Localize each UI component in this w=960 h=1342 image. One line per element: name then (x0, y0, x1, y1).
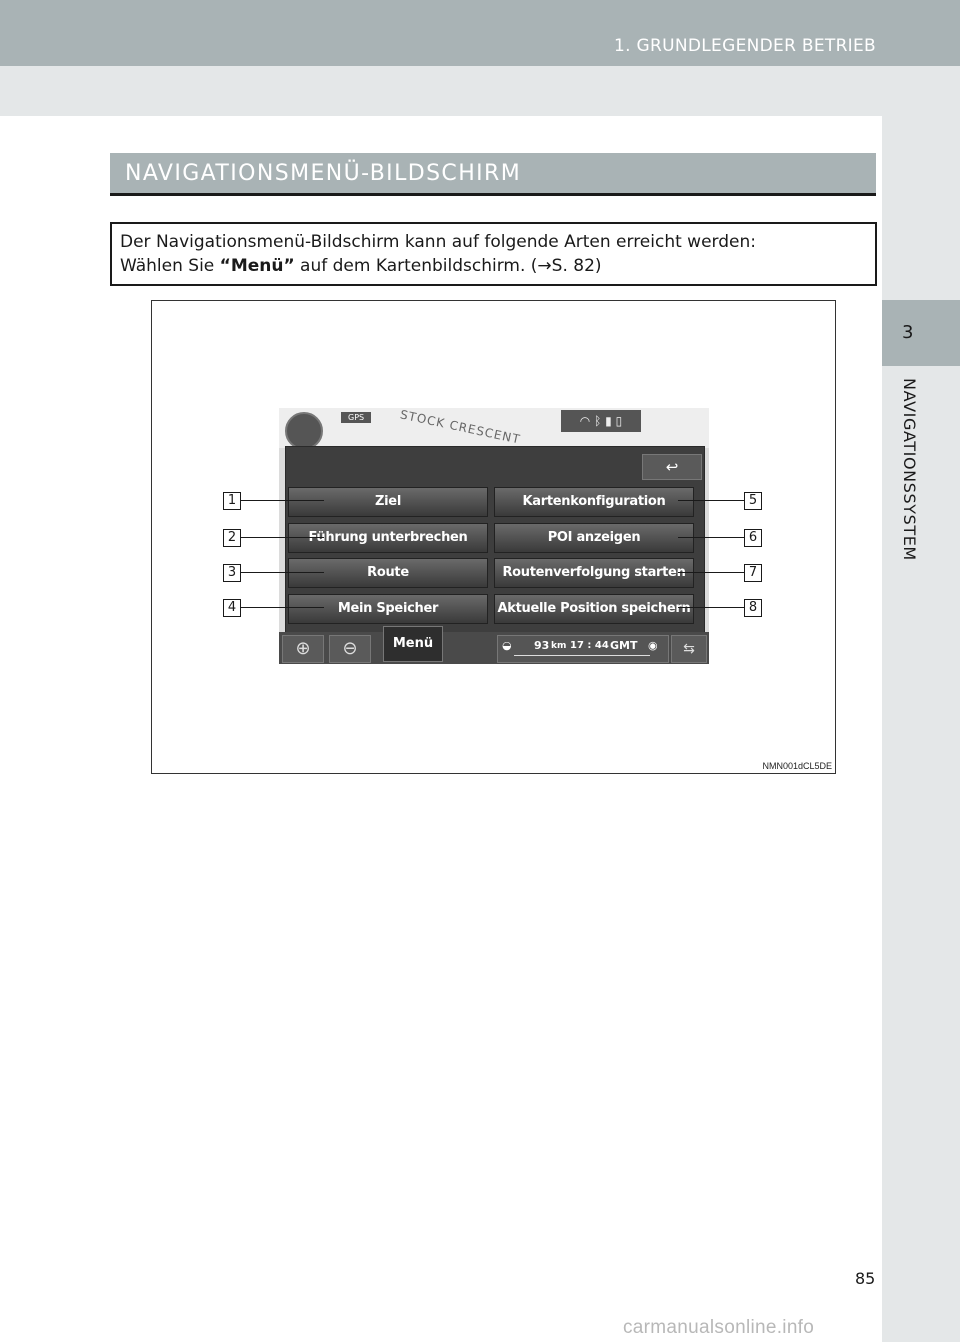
section-title: NAVIGATIONSMENÜ-BILDSCHIRM (125, 161, 522, 186)
arrival-time: 17 : 44 (570, 640, 609, 651)
leader-line-5 (678, 500, 744, 501)
chapter-tab-label: NAVIGATIONSSYSTEM (900, 378, 919, 561)
nav-menu-panel: ↩ Ziel Führung unterbrechen Route Mein S… (285, 446, 705, 634)
leader-line-2 (240, 537, 324, 538)
route-info[interactable]: ◒ 93 km 17 : 44 GMT ◉ (497, 635, 669, 663)
page-number: 85 (855, 1269, 876, 1288)
intro-line-2-post: auf dem Kartenbildschirm. (→S. 82) (294, 256, 602, 276)
wifi-icon: ◠ (579, 414, 591, 428)
header-band (0, 0, 960, 66)
destination-icon: ◒ (502, 639, 512, 652)
zoom-in-button[interactable]: ⊕ (282, 635, 324, 663)
distance-unit: km (551, 641, 567, 651)
leader-line-7 (678, 572, 744, 573)
menu-button-aktuelle-position-speichern[interactable]: Aktuelle Position speichern (494, 594, 694, 624)
intro-menu-term: “Menü” (219, 256, 295, 276)
compass-icon[interactable] (285, 412, 323, 450)
timezone: GMT (610, 639, 638, 652)
leader-line-6 (678, 537, 744, 538)
callout-7: 7 (744, 564, 762, 582)
nav-screen: GPS STOCK CRESCENT ◠ ᛒ ▮ ▯ ↩ Ziel Führun… (279, 408, 709, 664)
menu-button-poi-anzeigen[interactable]: POI anzeigen (494, 523, 694, 553)
section-title-bar: NAVIGATIONSMENÜ-BILDSCHIRM (110, 153, 876, 196)
intro-line-2: Wählen Sie “Menü” auf dem Kartenbildschi… (120, 256, 602, 276)
bluetooth-icon: ᛒ (594, 414, 602, 428)
callout-5: 5 (744, 492, 762, 510)
chapter-title: 1. GRUNDLEGENDER BETRIEB (614, 36, 876, 56)
back-arrow-icon: ↩ (665, 458, 679, 476)
map-bottom-bar: ⊕ ⊖ Menü ◒ 93 km 17 : 44 GMT ◉ ⇆ (279, 626, 709, 664)
chapter-tab-number: 3 (902, 322, 914, 343)
leader-line-3 (240, 572, 324, 573)
reroute-icon: ⇆ (683, 641, 695, 657)
watermark: carmanualsonline.info (623, 1317, 815, 1338)
status-icons: ◠ ᛒ ▮ ▯ (561, 410, 641, 432)
menu-button[interactable]: Menü (383, 626, 443, 662)
street-label: STOCK CRESCENT (398, 408, 522, 447)
route-progress-line (514, 655, 650, 656)
menu-button-ziel[interactable]: Ziel (288, 487, 488, 517)
callout-3: 3 (223, 564, 241, 582)
battery-icon: ▯ (615, 414, 623, 428)
distance-value: 93 (534, 639, 550, 652)
header-subband (0, 66, 960, 116)
intro-box: Der Navigationsmenü-Bildschirm kann auf … (110, 222, 877, 286)
intro-line-2-pre: Wählen Sie (120, 256, 220, 276)
zoom-in-icon: ⊕ (295, 638, 311, 659)
signal-icon: ▮ (605, 414, 612, 428)
menu-button-kartenkonfiguration[interactable]: Kartenkonfiguration (494, 487, 694, 517)
figure-code: NMN001dCL5DE (762, 761, 832, 771)
zoom-out-button[interactable]: ⊖ (329, 635, 371, 663)
chapter-tab: 3 (882, 300, 960, 366)
guidance-icon: ◉ (648, 639, 658, 652)
menu-button-route[interactable]: Route (288, 558, 488, 588)
figure-frame: GPS STOCK CRESCENT ◠ ᛒ ▮ ▯ ↩ Ziel Führun… (151, 300, 836, 774)
menu-button-mein-speicher[interactable]: Mein Speicher (288, 594, 488, 624)
leader-line-1 (240, 500, 324, 501)
menu-button-fuehrung-unterbrechen[interactable]: Führung unterbrechen (288, 523, 488, 553)
intro-line-1: Der Navigationsmenü-Bildschirm kann auf … (120, 232, 756, 252)
callout-8: 8 (744, 599, 762, 617)
callout-1: 1 (223, 492, 241, 510)
reroute-button[interactable]: ⇆ (671, 635, 707, 663)
callout-4: 4 (223, 599, 241, 617)
callout-2: 2 (223, 529, 241, 547)
menu-button-routenverfolgung-starten[interactable]: Routenverfolgung starten (494, 558, 694, 588)
back-button[interactable]: ↩ (642, 454, 702, 480)
zoom-out-icon: ⊖ (342, 638, 358, 659)
leader-line-8 (678, 607, 744, 608)
map-area: GPS STOCK CRESCENT ◠ ᛒ ▮ ▯ (279, 408, 709, 450)
leader-line-4 (240, 607, 324, 608)
callout-6: 6 (744, 529, 762, 547)
gps-badge: GPS (341, 412, 372, 423)
